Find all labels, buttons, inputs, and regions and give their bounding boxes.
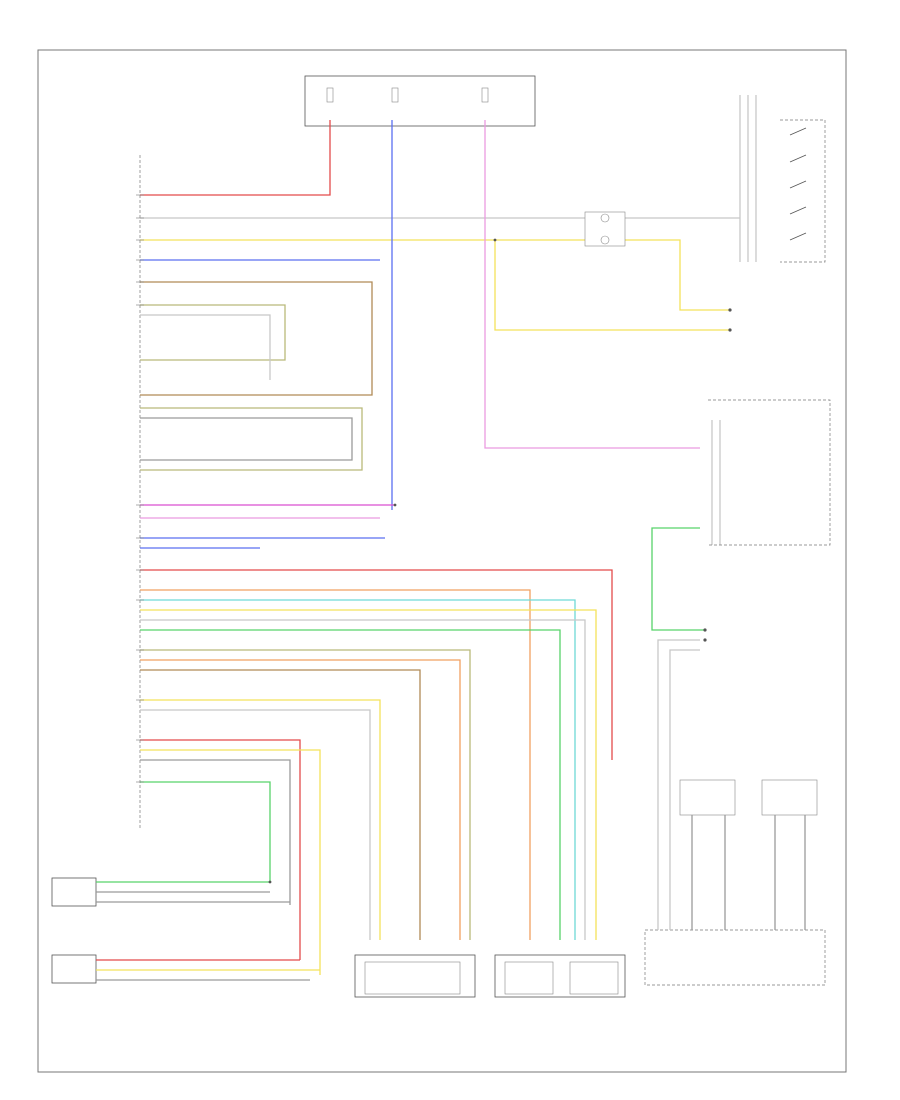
fuse-block-outline (304, 75, 536, 127)
wire-orange-bus (140, 659, 461, 940)
wire-teal (140, 599, 576, 940)
wire-harness (96, 120, 806, 981)
wire-olive-1 (140, 281, 373, 396)
instrument-cluster-box (708, 399, 831, 546)
switch-contacts (789, 127, 807, 241)
transmission-control-module (644, 779, 826, 986)
wire-olive-2 (140, 304, 286, 361)
wire-lightyellow (140, 609, 597, 940)
wire-gray-3 (140, 417, 353, 461)
wire-olive-bus (140, 649, 471, 940)
wire-red-mid (140, 569, 613, 760)
wire-red-top (140, 120, 331, 196)
instrument-cluster-outline (708, 399, 831, 546)
lift-gate-switch-box (739, 95, 826, 263)
wire-green-olive (140, 407, 363, 471)
fuse-block-fuse-1 (326, 87, 334, 103)
wire-gray-tcm-2 (669, 649, 700, 930)
wire-yellow-bus (140, 699, 381, 940)
fuse-block (304, 75, 536, 127)
terminal-dots (268, 238, 732, 884)
wire-orange (140, 589, 531, 940)
wire-green-lower (140, 781, 271, 882)
wire-gray-bus (140, 619, 586, 940)
wire-gray-tcm-1 (657, 639, 700, 930)
fuse-block-fuse-2 (391, 87, 399, 103)
diagram-frame (37, 49, 847, 1073)
wire-gray-bus-2 (140, 709, 371, 940)
switch-box-outline (780, 119, 826, 263)
bottom-connector-1 (354, 954, 476, 998)
wire-red-lower (140, 739, 301, 960)
fuse-block-fuse-3 (481, 87, 489, 103)
wire-green-right (651, 527, 705, 631)
wire-green-bus (140, 629, 561, 940)
sensor-box-lower (51, 954, 97, 984)
wire-yellow-branch (494, 240, 730, 331)
wire-yellow-lower (140, 749, 321, 975)
inline-connectors (584, 211, 626, 247)
left-connector-ticks (136, 194, 144, 783)
wire-pink-long (484, 120, 700, 449)
wire-gray-lower (140, 759, 291, 905)
wire-brown-bus (140, 669, 421, 940)
bottom-connector-2 (494, 954, 626, 998)
wire-yellow-right (625, 239, 730, 311)
sensor-box-upper (51, 877, 97, 907)
wire-gray-2 (140, 314, 271, 380)
